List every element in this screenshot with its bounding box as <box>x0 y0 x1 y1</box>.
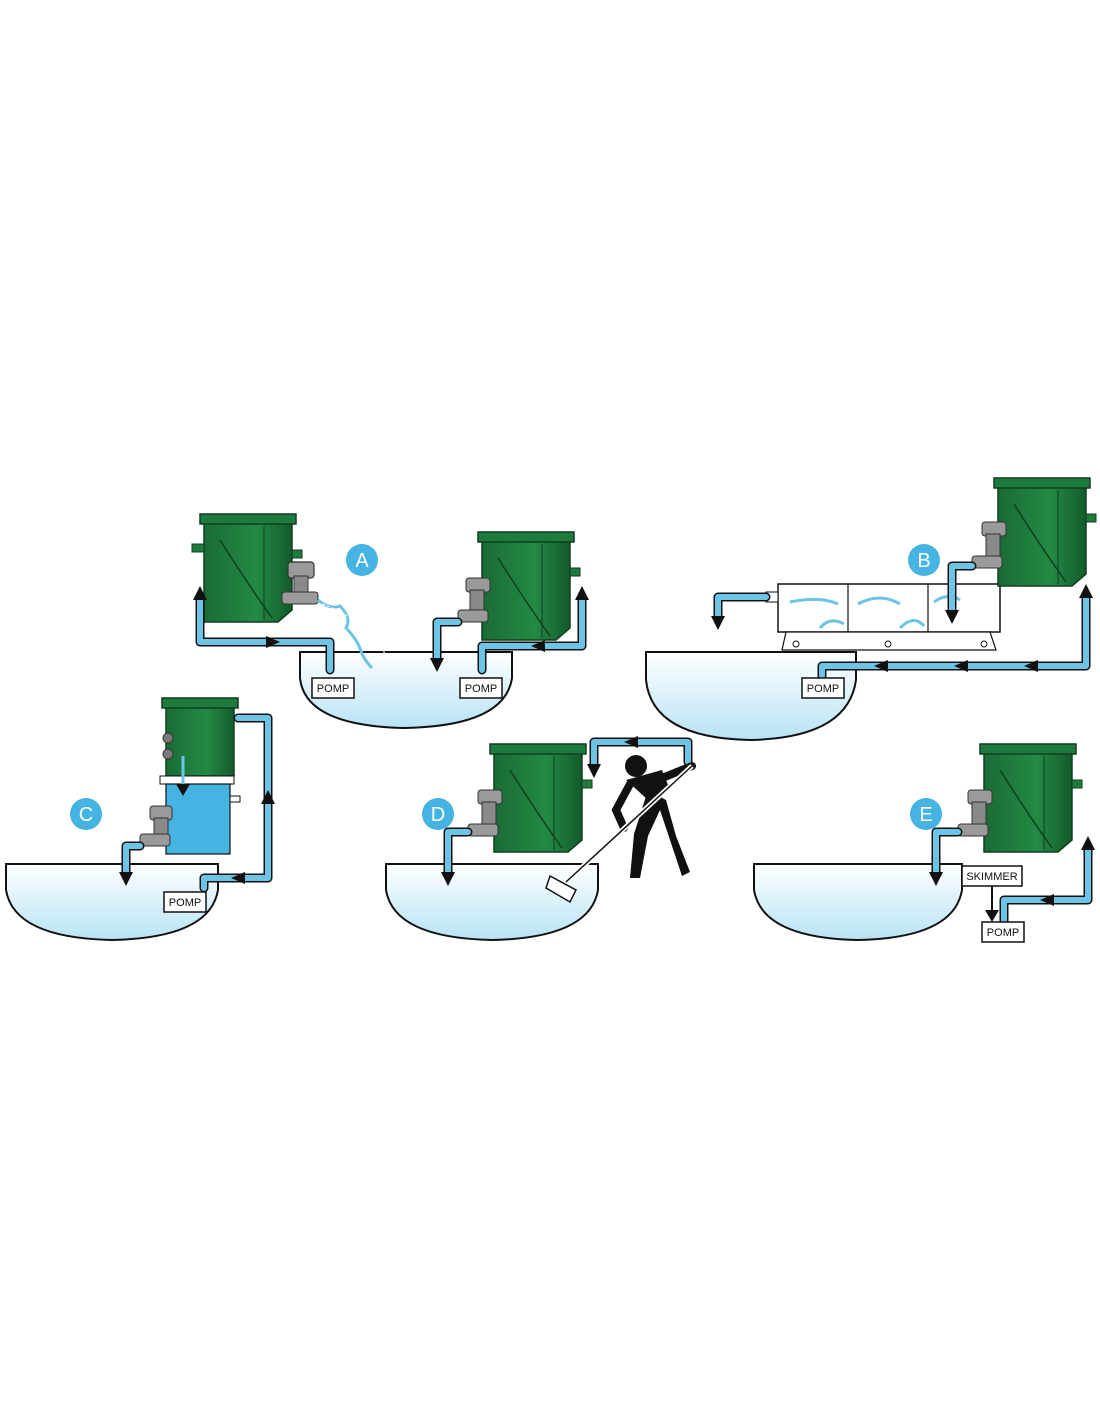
vortex-chamber-c <box>159 775 241 855</box>
outlet-pipe-b <box>971 521 1007 569</box>
diagram-d: D <box>385 736 696 942</box>
pond-a <box>299 651 513 730</box>
badge-d <box>422 798 454 830</box>
filter-box-c <box>161 697 239 777</box>
badge-e <box>910 798 942 830</box>
diagram-a: POMP POMP A <box>191 513 589 730</box>
pump-a-right <box>459 677 503 699</box>
pond-d <box>385 863 599 942</box>
skimmer-e-label: SKIMMER <box>966 871 1017 883</box>
pump-e <box>981 921 1025 943</box>
badge-d-label: D <box>431 804 445 826</box>
compartment-filter-b <box>765 583 1001 651</box>
filter-box-a-left <box>191 513 303 623</box>
diagram-c: POMP C <box>5 697 275 942</box>
person-cleaning-icon <box>545 755 696 904</box>
badge-b <box>908 544 940 576</box>
badge-c-label: C <box>79 804 93 826</box>
outlet-pipe-c <box>139 805 173 847</box>
pump-b-label: POMP <box>807 683 839 695</box>
inlet-pipe-a-right <box>457 577 491 623</box>
badge-b-label: B <box>917 550 930 572</box>
badge-e-label: E <box>919 804 932 826</box>
pond-c <box>5 863 219 942</box>
pump-a-right-label: POMP <box>465 683 497 695</box>
pump-e-label: POMP <box>987 927 1019 939</box>
pump-a-left <box>311 677 355 699</box>
badge-a <box>346 544 378 576</box>
filter-box-b <box>993 477 1097 587</box>
pump-a-left-label: POMP <box>317 683 349 695</box>
pond-e <box>753 863 963 942</box>
filter-box-d <box>489 743 593 853</box>
outlet-pipe-e <box>957 789 993 837</box>
pond-b <box>645 651 857 742</box>
outlet-pipe-d <box>467 789 503 837</box>
outlet-pipe-a-left <box>281 561 319 605</box>
filter-box-a-right <box>477 531 581 641</box>
badge-a-label: A <box>355 550 369 572</box>
pump-c-label: POMP <box>169 897 201 909</box>
diagram-b: POMP B <box>645 477 1097 742</box>
filter-box-e <box>979 743 1083 853</box>
water-stream-a <box>317 598 374 670</box>
badge-c <box>70 798 102 830</box>
pump-b <box>801 677 845 699</box>
diagram-e: SKIMMER POMP E <box>753 743 1095 943</box>
pump-c <box>163 891 207 913</box>
